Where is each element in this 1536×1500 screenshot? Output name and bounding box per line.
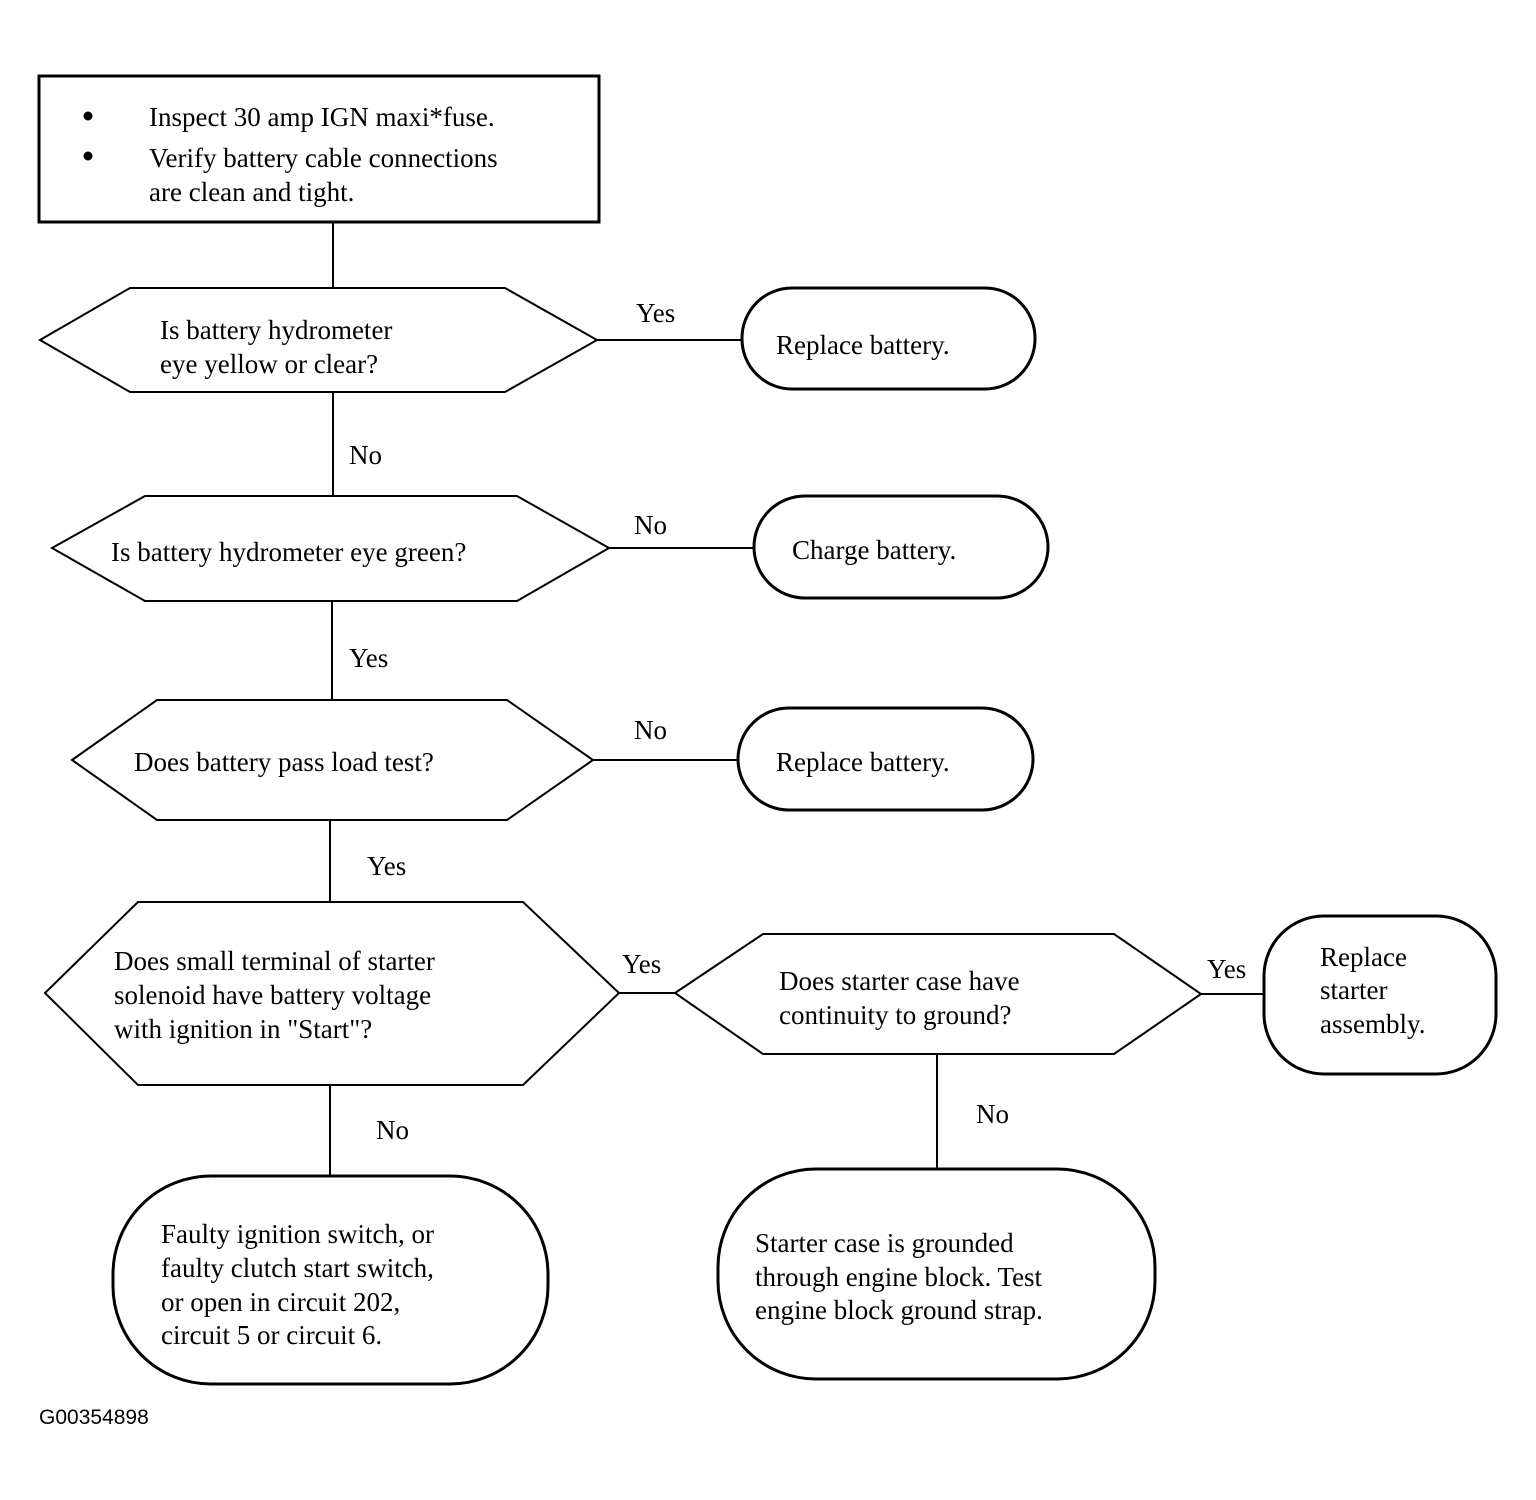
decision-case-ground: Does starter case have continuity to gro…: [673, 933, 1203, 1055]
decision-solenoid-voltage-line-1: Does small terminal of starter: [114, 946, 435, 976]
outcome-charge-battery-line-1: Charge battery.: [792, 535, 956, 565]
decision-solenoid-voltage-text: Does small terminal of starter solenoid …: [114, 946, 442, 1044]
decision-solenoid-voltage: Does small terminal of starter solenoid …: [43, 901, 621, 1086]
outcome-faulty-ignition-line-4: circuit 5 or circuit 6.: [161, 1320, 382, 1350]
edge-label-d1-yes: Yes: [636, 298, 675, 328]
outcome-starter-grounded: Starter case is grounded through engine …: [716, 1167, 1157, 1381]
decision-hydrometer-yellow-line-2: eye yellow or clear?: [160, 349, 378, 379]
connectors: [329, 222, 1264, 1176]
decision-case-ground-line-1: Does starter case have: [779, 966, 1020, 996]
decision-case-ground-line-2: continuity to ground?: [779, 1000, 1011, 1030]
decision-load-test-text: Does battery pass load test?: [134, 747, 434, 777]
edge-label-d4-yes: Yes: [622, 949, 661, 979]
edge-label-d3-no: No: [634, 715, 667, 745]
bullet-2-dot: [83, 151, 93, 161]
edge-label-d5-no: No: [976, 1099, 1009, 1129]
outcome-charge-battery: Charge battery.: [752, 494, 1050, 600]
outcome-replace-starter-line-2: starter: [1320, 975, 1387, 1005]
outcome-charge-battery-text: Charge battery.: [792, 535, 956, 565]
start-bullet-1-line-1: Inspect 30 amp IGN maxi*fuse.: [149, 102, 495, 132]
decision-hydrometer-yellow-text: Is battery hydrometer eye yellow or clea…: [160, 315, 399, 379]
decision-load-test-line-1: Does battery pass load test?: [134, 747, 434, 777]
bullet-1-dot: [83, 111, 93, 121]
decision-hydrometer-green: Is battery hydrometer eye green?: [49, 495, 612, 602]
edge-label-d2-no: No: [634, 510, 667, 540]
start-bullet-2-line-1: Verify battery cable connections: [149, 143, 498, 173]
outcome-replace-starter-line-1: Replace: [1320, 942, 1407, 972]
outcome-faulty-ignition-line-2: faulty clutch start switch,: [161, 1253, 434, 1283]
decision-hydrometer-yellow: Is battery hydrometer eye yellow or clea…: [38, 287, 600, 393]
outcome-replace-battery-1-text: Replace battery.: [776, 330, 950, 360]
start-box: Inspect 30 amp IGN maxi*fuse. Verify bat…: [37, 74, 601, 224]
outcome-replace-battery-2-text: Replace battery.: [776, 747, 950, 777]
outcome-replace-starter: Replace starter assembly.: [1262, 914, 1498, 1076]
decision-hydrometer-green-text: Is battery hydrometer eye green?: [111, 537, 466, 567]
outcome-faulty-ignition-line-1: Faulty ignition switch, or: [161, 1219, 434, 1249]
outcome-starter-grounded-line-2: through engine block. Test: [755, 1262, 1043, 1292]
edge-label-d3-yes: Yes: [367, 851, 406, 881]
start-bullet-2-line-2: are clean and tight.: [149, 177, 354, 207]
outcome-replace-battery-2-line-1: Replace battery.: [776, 747, 950, 777]
decision-solenoid-voltage-line-2: solenoid have battery voltage: [114, 980, 431, 1010]
start-bullet-2: Verify battery cable connections are cle…: [149, 143, 504, 207]
outcome-faulty-ignition-line-3: or open in circuit 202,: [161, 1287, 400, 1317]
decision-case-ground-text: Does starter case have continuity to gro…: [779, 966, 1026, 1030]
outcome-replace-battery-1: Replace battery.: [740, 286, 1037, 391]
decision-hydrometer-yellow-line-1: Is battery hydrometer: [160, 315, 392, 345]
outcome-faulty-ignition-text: Faulty ignition switch, or faulty clutch…: [161, 1219, 441, 1350]
outcome-starter-grounded-line-3: engine block ground strap.: [755, 1295, 1043, 1325]
edge-label-d2-yes: Yes: [349, 643, 388, 673]
outcome-replace-starter-text: Replace starter assembly.: [1320, 942, 1425, 1039]
outcome-replace-battery-2: Replace battery.: [736, 706, 1035, 812]
decision-hydrometer-green-line-1: Is battery hydrometer eye green?: [111, 537, 466, 567]
outcome-faulty-ignition: Faulty ignition switch, or faulty clutch…: [111, 1174, 550, 1386]
edge-label-d4-no: No: [376, 1115, 409, 1145]
edge-label-d5-yes: Yes: [1207, 954, 1246, 984]
decision-load-test: Does battery pass load test?: [70, 699, 595, 821]
edge-labels: Yes No No Yes No Yes Yes No Yes No: [349, 298, 1246, 1145]
start-bullet-1: Inspect 30 amp IGN maxi*fuse.: [149, 102, 495, 132]
figure-id: G00354898: [39, 1406, 149, 1429]
decision-solenoid-voltage-line-3: with ignition in "Start"?: [114, 1014, 372, 1044]
outcome-starter-grounded-text: Starter case is grounded through engine …: [755, 1228, 1049, 1325]
outcome-replace-starter-line-3: assembly.: [1320, 1009, 1425, 1039]
edge-label-d1-no: No: [349, 440, 382, 470]
outcome-replace-battery-1-line-1: Replace battery.: [776, 330, 950, 360]
outcome-starter-grounded-line-1: Starter case is grounded: [755, 1228, 1014, 1258]
